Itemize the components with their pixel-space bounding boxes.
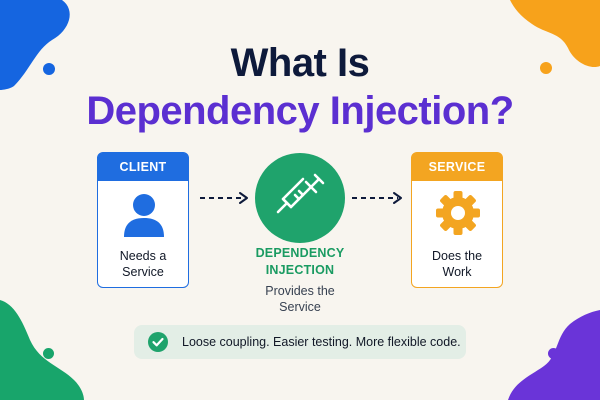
decorative-blob-top-right <box>510 0 600 68</box>
dependency-injection-label: DEPENDENCY INJECTION <box>220 245 380 279</box>
service-card: SERVICE Does the Work <box>411 152 503 288</box>
person-icon <box>124 194 164 237</box>
client-line-1: Needs a <box>119 249 167 263</box>
decorative-dot-purple <box>548 348 559 359</box>
benefits-banner: Loose coupling. Easier testing. More fle… <box>134 325 466 359</box>
client-card-header: CLIENT <box>98 153 188 181</box>
service-line-1: Does the <box>431 249 483 263</box>
client-card-description: Needs a Service <box>98 248 188 280</box>
decorative-blob-top-left <box>0 0 70 90</box>
check-circle-icon <box>148 332 168 352</box>
client-line-2: Service <box>122 265 164 279</box>
syringe-icon <box>276 173 325 214</box>
di-label-line-2: INJECTION <box>265 263 335 277</box>
arrow-client-to-injector <box>200 192 248 204</box>
benefits-text: Loose coupling. Easier testing. More fle… <box>182 335 461 349</box>
service-card-description: Does the Work <box>412 248 502 280</box>
gear-icon <box>436 191 480 235</box>
client-card: CLIENT Needs a Service <box>97 152 189 288</box>
decorative-dot-orange <box>540 62 552 74</box>
arrow-injector-to-service <box>352 192 402 204</box>
title-line-2: Dependency Injection? <box>86 89 514 133</box>
decorative-dot-green <box>43 348 54 359</box>
service-card-header: SERVICE <box>412 153 502 181</box>
di-sub-line-1: Provides the <box>265 284 335 298</box>
di-sub-line-2: Service <box>279 300 321 314</box>
dependency-injector-circle <box>255 153 345 243</box>
decorative-dot-blue <box>43 63 55 75</box>
dependency-injection-description: Provides the Service <box>220 283 380 315</box>
di-label-line-1: DEPENDENCY <box>255 246 345 260</box>
title-line-1: What Is <box>230 41 370 85</box>
service-line-2: Work <box>442 265 472 279</box>
decorative-blob-bottom-left <box>0 300 84 400</box>
